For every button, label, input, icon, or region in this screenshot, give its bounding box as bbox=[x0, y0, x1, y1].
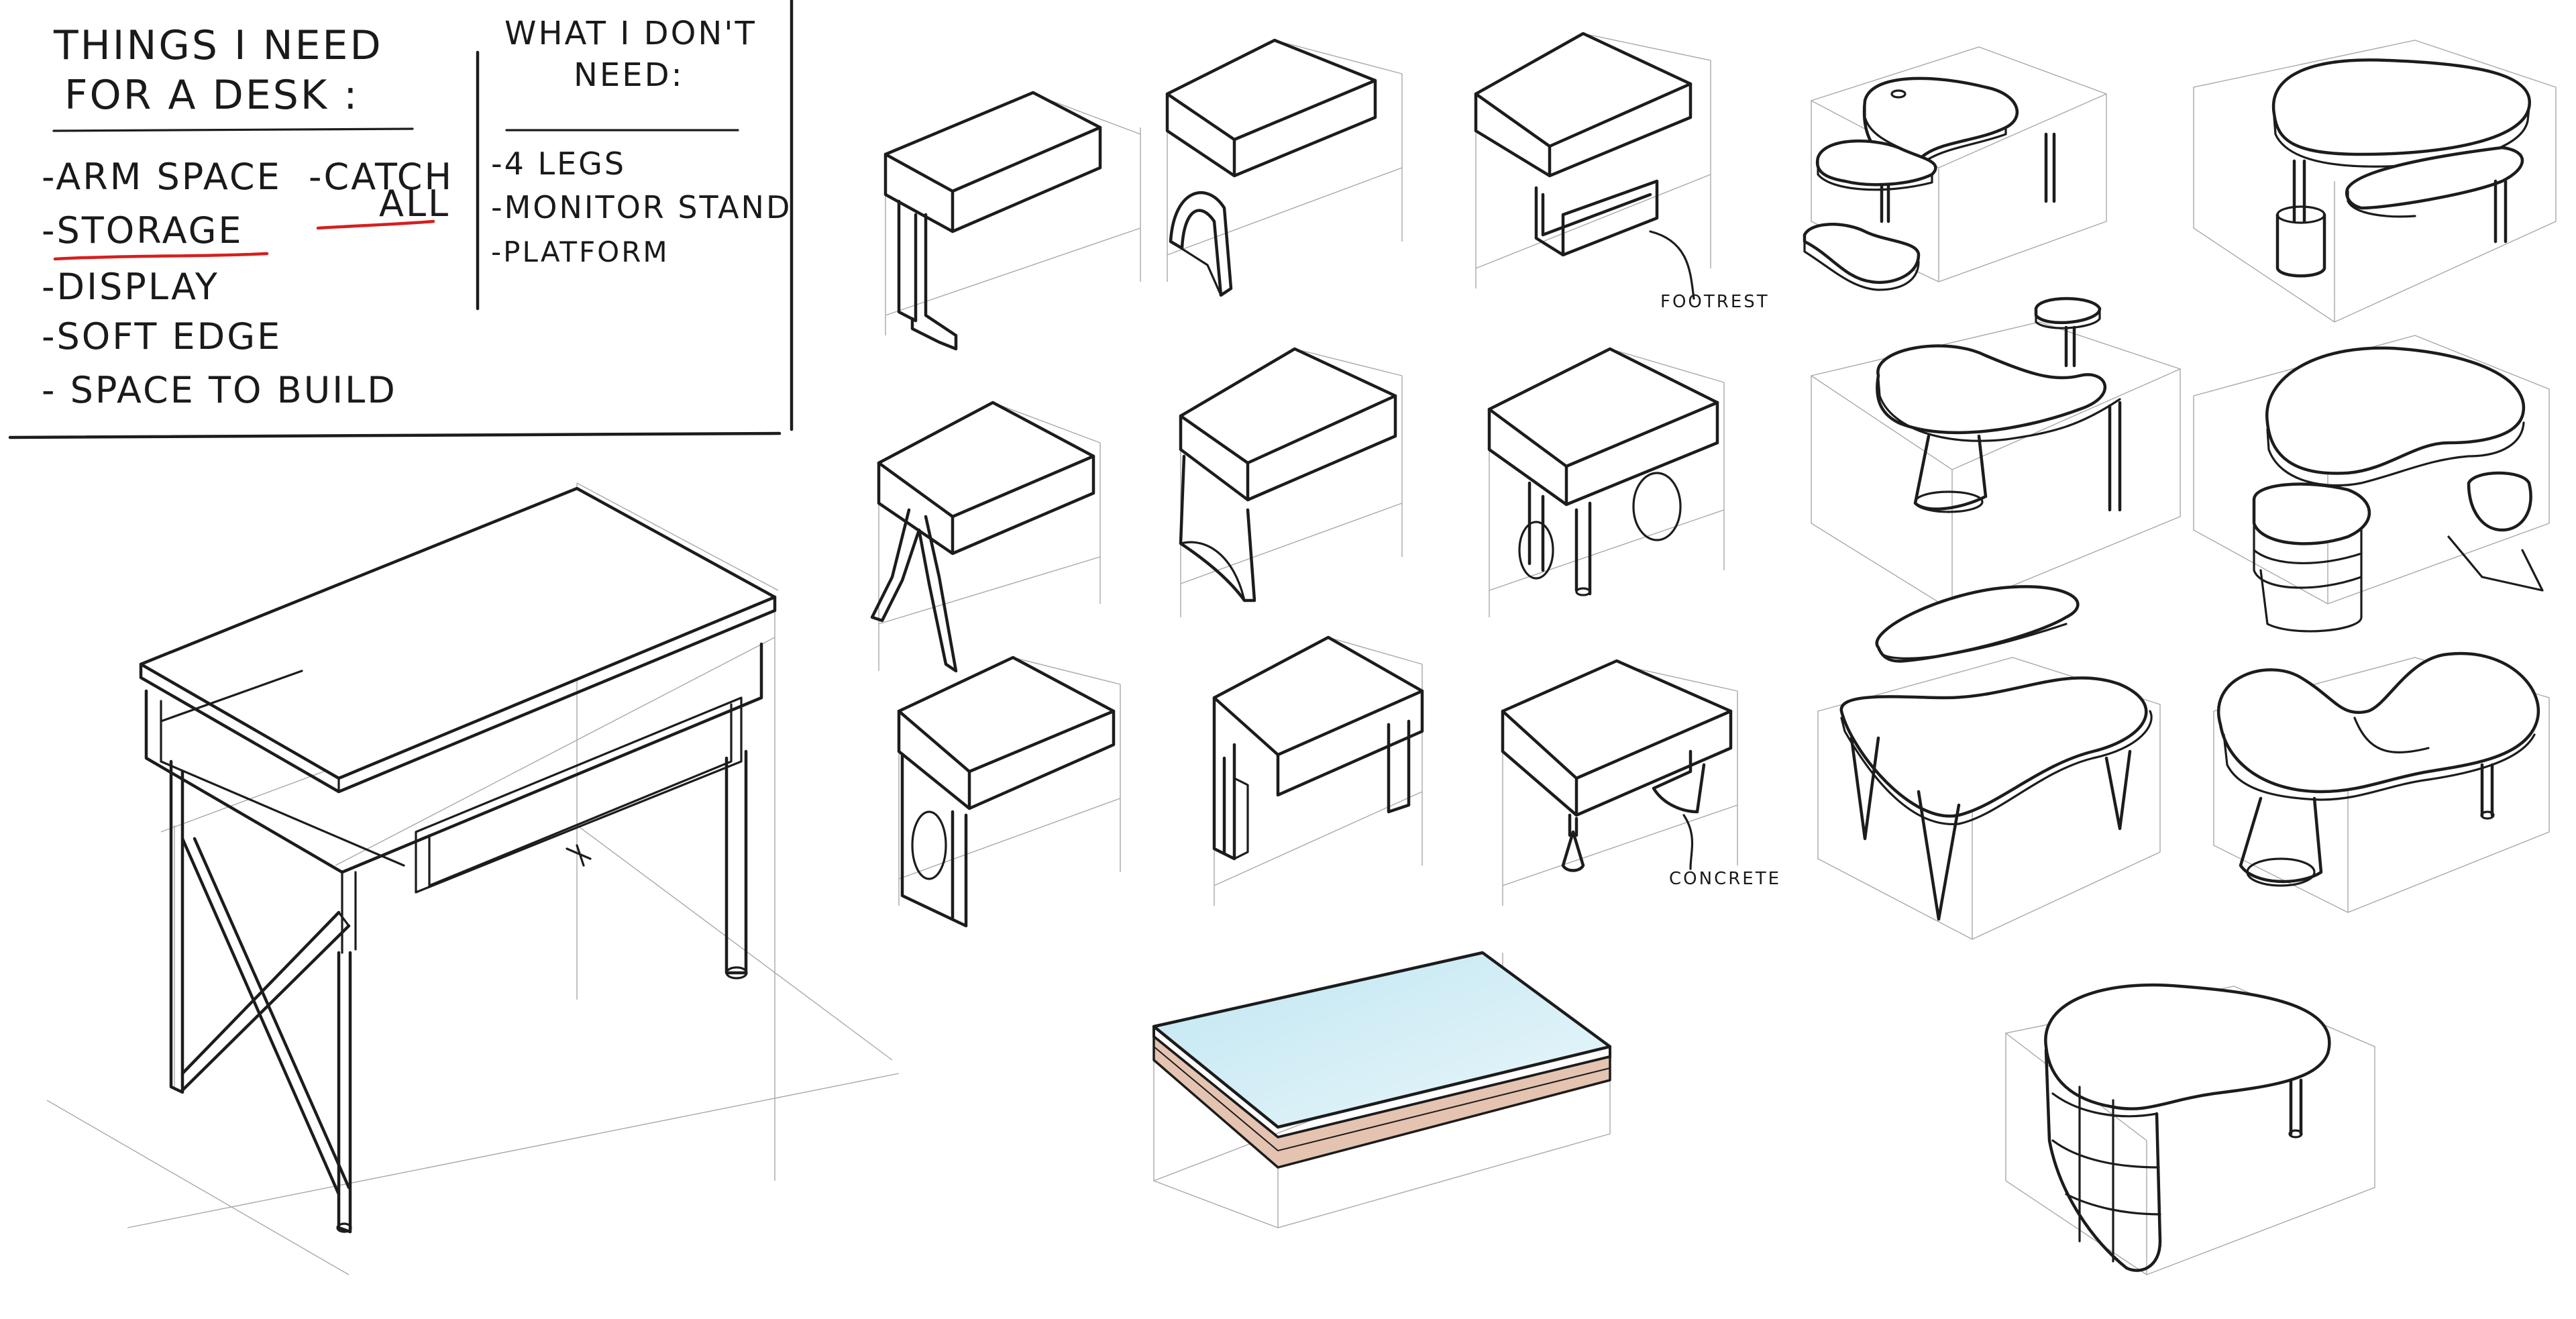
catch-all-red-underline bbox=[316, 219, 435, 230]
organic-desk-4 bbox=[2193, 335, 2550, 633]
organic-desk-3 bbox=[1811, 297, 2181, 611]
dont-item-platform: -PLATFORM bbox=[491, 235, 669, 268]
desk-variant-6 bbox=[1487, 347, 1725, 617]
desk-variant-3-footrest: FOOTREST bbox=[1474, 32, 1770, 312]
need-title-underline bbox=[52, 127, 414, 132]
glass-top-desk bbox=[1152, 951, 1612, 1228]
need-title-line2: FOR A DESK : bbox=[64, 72, 359, 119]
desk-variant-9-concrete: CONCRETE bbox=[1501, 659, 1781, 906]
desk-variant-5 bbox=[1179, 347, 1403, 617]
need-item-arm-space: -ARM SPACE bbox=[42, 156, 282, 198]
need-item-storage: -STORAGE bbox=[42, 209, 244, 252]
organic-desk-2 bbox=[2193, 40, 2557, 323]
dont-item-4-legs: -4 LEGS bbox=[491, 146, 626, 182]
desk-variant-2 bbox=[1165, 38, 1403, 297]
desk-variant-1 bbox=[883, 91, 1141, 351]
storage-red-underline bbox=[53, 252, 269, 261]
notes-panel: THINGS I NEED FOR A DESK : -ARM SPACE -S… bbox=[8, 0, 794, 439]
dont-title-line2: NEED: bbox=[574, 56, 684, 94]
need-item-catch-all-line2: ALL bbox=[379, 182, 450, 225]
large-desk-sketch bbox=[46, 482, 900, 1275]
organic-desk-6 bbox=[2213, 651, 2550, 913]
dont-title-line1: WHAT I DON'T bbox=[504, 15, 757, 52]
desk-variant-7 bbox=[897, 655, 1121, 928]
need-item-soft-edge: -SOFT EDGE bbox=[42, 315, 282, 358]
need-item-space-to-build: - SPACE TO BUILD bbox=[42, 369, 397, 411]
desk-variant-4 bbox=[870, 401, 1101, 673]
dont-item-monitor-stand: -MONITOR STAND bbox=[491, 189, 792, 225]
label-concrete: CONCRETE bbox=[1669, 869, 1781, 889]
need-title-line1: THINGS I NEED bbox=[53, 22, 383, 69]
label-footrest: FOOTREST bbox=[1660, 292, 1770, 312]
organic-desk-1 bbox=[1803, 46, 2107, 291]
need-item-display: -DISPLAY bbox=[42, 266, 219, 308]
organic-desk-7 bbox=[2005, 983, 2375, 1275]
desk-variant-8 bbox=[1212, 635, 1424, 906]
organic-desk-5 bbox=[1817, 585, 2161, 940]
notes-border-bottom bbox=[8, 431, 782, 439]
need-item-catch-all-line1: -CATCH bbox=[309, 156, 453, 198]
